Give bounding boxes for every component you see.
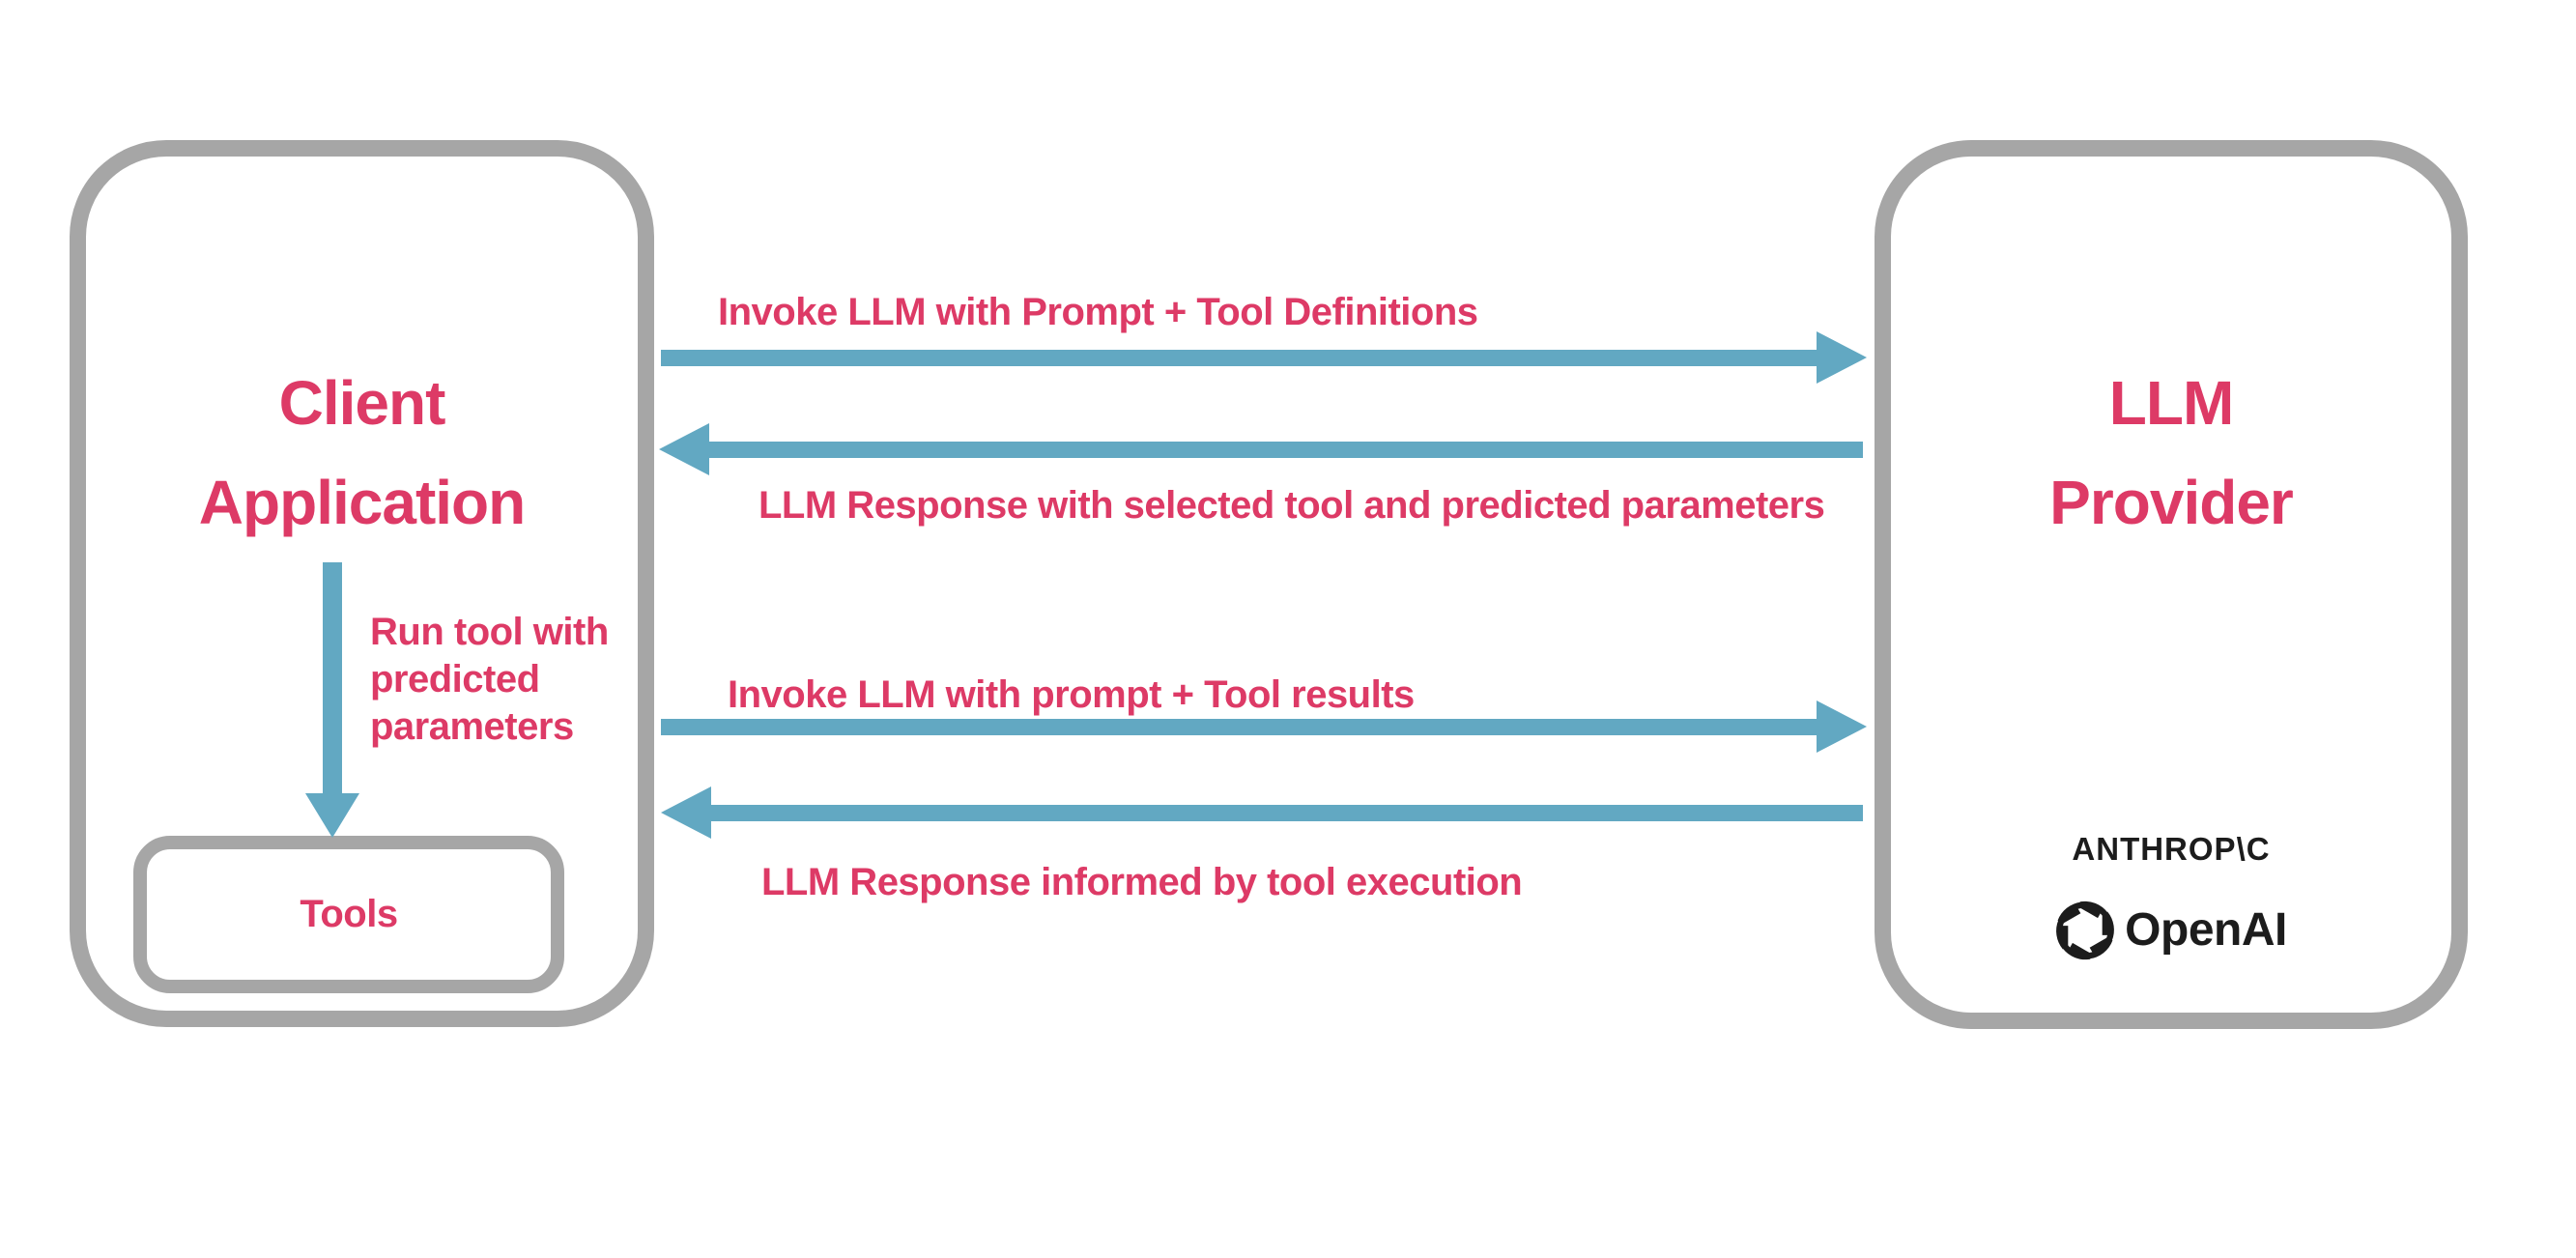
provider-logos: ANTHROP\C OpenAI: [1875, 831, 2468, 960]
arrow-head-left-icon: [661, 786, 711, 839]
openai-logo: OpenAI: [1875, 901, 2468, 960]
provider-title-line1: LLM: [2108, 368, 2235, 438]
arrow-label-response-selected-tool: LLM Response with selected tool and pred…: [758, 484, 1825, 527]
run-tool-label: Run tool with predicted parameters: [370, 611, 609, 748]
arrow-head-right-icon: [1817, 700, 1867, 753]
arrow-shaft: [711, 805, 1863, 821]
anthropic-logo: ANTHROP\C: [2072, 831, 2271, 867]
arrow-invoke-llm-definitions: [661, 331, 1867, 384]
openai-flower-icon: [2056, 901, 2115, 960]
run-tool-arrow-shaft: [323, 562, 342, 794]
arrow-head-right-icon: [1817, 331, 1867, 384]
arrow-llm-response-tool-execution: [661, 786, 1863, 839]
openai-logo-text: OpenAI: [2125, 904, 2287, 956]
arrow-llm-response-selected-tool: [659, 423, 1863, 475]
arrow-label-invoke-tool-results: Invoke LLM with prompt + Tool results: [728, 673, 1415, 716]
tools-label: Tools: [300, 893, 398, 935]
llm-provider-title: LLM Provider: [1875, 354, 2468, 553]
client-application-title: Client Application: [70, 354, 654, 553]
arrow-shaft: [661, 350, 1817, 366]
arrow-shaft: [661, 719, 1817, 735]
tools-box: Tools: [133, 836, 564, 993]
arrow-head-left-icon: [659, 423, 709, 475]
llm-provider-box: [1875, 140, 2468, 1029]
client-title-line1: Client: [278, 368, 446, 438]
provider-title-line2: Provider: [2049, 468, 2294, 537]
arrow-shaft: [709, 442, 1863, 458]
arrow-invoke-llm-tool-results: [661, 700, 1867, 753]
run-tool-arrow-head: [305, 793, 359, 838]
arrow-label-invoke-definitions: Invoke LLM with Prompt + Tool Definition…: [718, 291, 1478, 333]
client-title-line2: Application: [198, 468, 526, 537]
arrow-label-response-tool-execution: LLM Response informed by tool execution: [761, 861, 1523, 903]
